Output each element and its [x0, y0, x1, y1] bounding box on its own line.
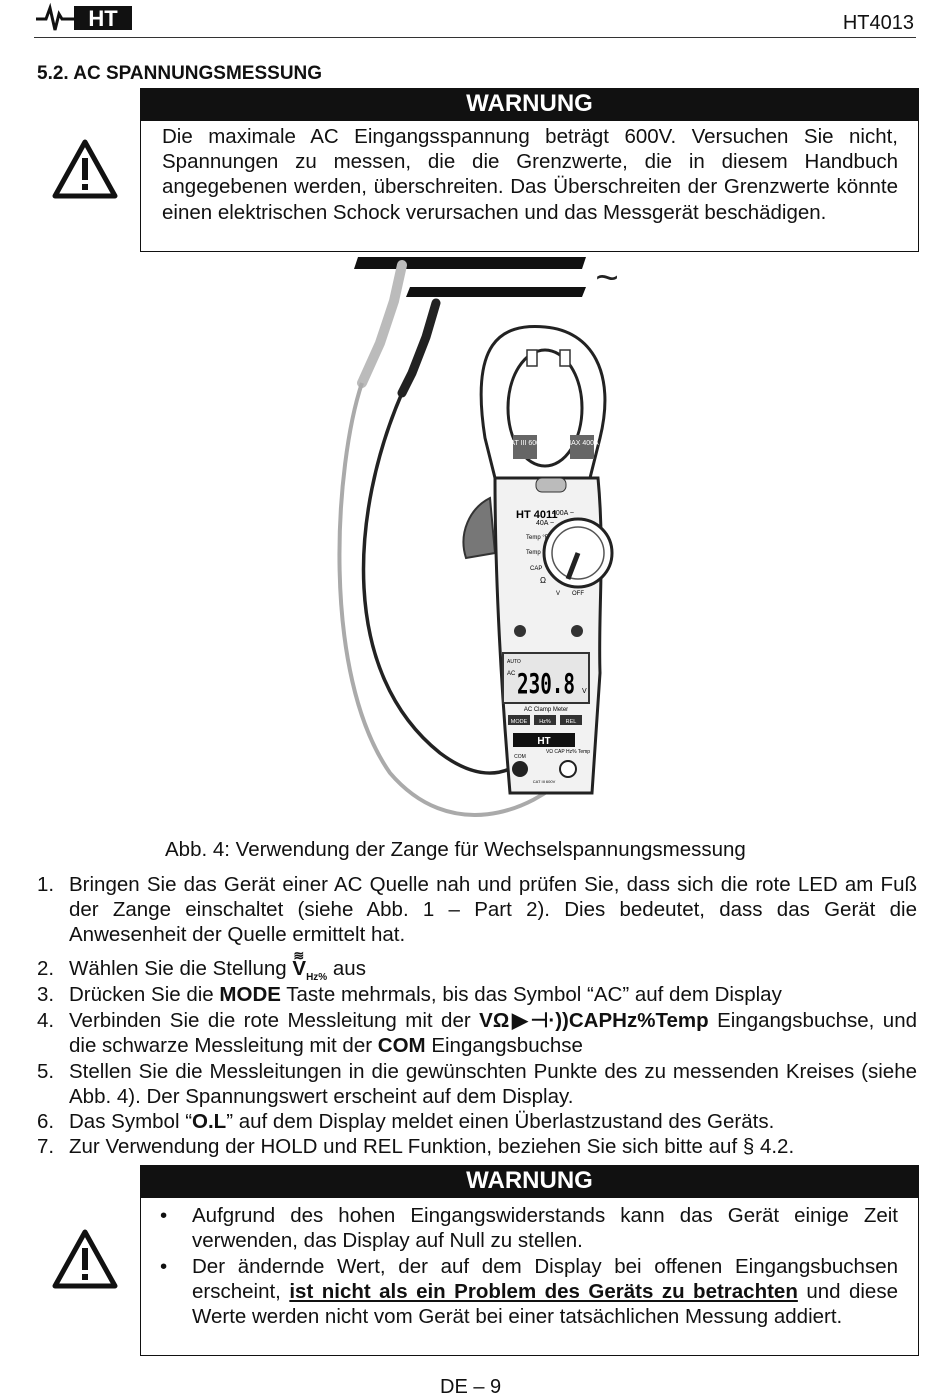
v-jack	[559, 760, 577, 778]
hz-button: Hz%	[539, 719, 551, 725]
lcd-ac: AC	[507, 671, 516, 677]
dial-temp-c: Temp °C	[526, 550, 550, 556]
step-text: Zur Verwendung der HOLD und REL Funktion…	[69, 1135, 795, 1158]
model-label: HT 4011	[516, 509, 558, 521]
dial-temp-f: Temp °F	[526, 535, 549, 541]
step-number: 1.	[37, 873, 55, 896]
clamp-meter-illustration: ~ CAT III 600V MAX 400A HT 4011 400A ~ 4…	[337, 256, 619, 817]
com-jack-label: COM	[514, 754, 526, 760]
step-1: 1. Bringen Sie das Gerät einer AC Quelle…	[37, 872, 917, 948]
warning-bullet: • Aufgrund des hohen Eingangswiderstands…	[160, 1204, 898, 1253]
mode-button: MODE	[511, 719, 528, 725]
step-text: Bringen Sie das Gerät einer AC Quelle na…	[69, 873, 917, 947]
step-text: Verbinden Sie die rote Messleitung mit d…	[69, 1009, 918, 1058]
step-number: 3.	[37, 983, 55, 1006]
step-text: Wählen Sie die Stellung ≋VHz% aus	[69, 948, 366, 984]
step-6: 6. Das Symbol “O.L” auf dem Display meld…	[37, 1109, 917, 1135]
rel-button: REL	[566, 719, 577, 725]
page-number: DE – 9	[440, 1376, 502, 1398]
dial-cap: CAP	[530, 566, 542, 572]
bullet-icon: •	[160, 1255, 168, 1278]
conductor-bar-bottom	[406, 287, 586, 297]
lcd-value: 230.8	[517, 667, 575, 700]
step-number: 6.	[37, 1110, 55, 1133]
header-divider	[34, 37, 916, 38]
section-title: 5.2. AC SPANNUNGSMESSUNG	[37, 63, 323, 84]
lcd-unit: V	[582, 688, 587, 695]
step-2: 2. Wählen Sie die Stellung ≋VHz% aus	[37, 948, 917, 983]
device-name: AC Clamp Meter	[524, 707, 568, 713]
step-text: Stellen Sie die Messleitungen in die gew…	[69, 1060, 917, 1109]
max-label: MAX 400A	[565, 440, 599, 447]
logo-text: HT	[88, 6, 118, 31]
step-number: 5.	[37, 1060, 55, 1083]
step-3: 3. Drücken Sie die MODE Taste mehrmals, …	[37, 982, 917, 1008]
figure-caption: Abb. 4: Verwendung der Zange für Wechsel…	[165, 838, 746, 861]
warning-triangle-icon	[52, 139, 118, 199]
step-text: Drücken Sie die MODE Taste mehrmals, bis…	[69, 983, 782, 1006]
step-7: 7. Zur Verwendung der HOLD und REL Funkt…	[37, 1134, 917, 1160]
step-number: 7.	[37, 1135, 55, 1158]
dial-400a: 400A ~	[552, 510, 574, 517]
warning-text: Die maximale AC Eingangsspannung beträgt…	[162, 125, 898, 224]
step-5: 5. Stellen Sie die Messleitungen in die …	[37, 1059, 917, 1111]
hold-button	[514, 625, 526, 637]
warning-box	[140, 1197, 919, 1356]
conductor-bar-top	[354, 257, 586, 269]
ht-logo: HT	[36, 2, 132, 31]
step-4: 4. Verbinden Sie die rote Messleitung mi…	[37, 1008, 917, 1060]
dial-40a: 40A ~	[536, 520, 554, 527]
dial-v: V	[556, 591, 560, 597]
dial-ohm: Ω	[540, 576, 546, 585]
cat-label: CAT III 600V	[505, 440, 545, 447]
light-button	[571, 625, 583, 637]
lcd-auto: AUTO	[507, 659, 521, 665]
com-jack	[512, 761, 528, 777]
voltage-hz-symbol-icon: ≋VHz%	[292, 948, 328, 984]
warning-bullet: • Der ändernde Wert, der auf dem Display…	[160, 1255, 898, 1329]
warning-header: WARNUNG	[140, 88, 919, 120]
lcd-display	[502, 652, 590, 704]
step-number: 2.	[37, 957, 55, 980]
dial-off: OFF	[572, 591, 584, 597]
bullet-icon: •	[160, 1204, 168, 1227]
warning-header: WARNUNG	[140, 1165, 919, 1197]
document-id: HT4013	[842, 12, 914, 34]
brand-plate: HT	[537, 736, 550, 747]
warning-box: Die maximale AC Eingangsspannung beträgt…	[140, 120, 919, 252]
ac-symbol: ~	[595, 256, 618, 300]
step-text: Das Symbol “O.L” auf dem Display meldet …	[69, 1110, 775, 1133]
warning-triangle-icon	[52, 1229, 118, 1289]
v-jack-label: VΩ CAP Hz% Temp	[546, 749, 590, 755]
step-number: 4.	[37, 1009, 55, 1032]
jack-cat-label: CAT III 600V	[533, 779, 556, 784]
